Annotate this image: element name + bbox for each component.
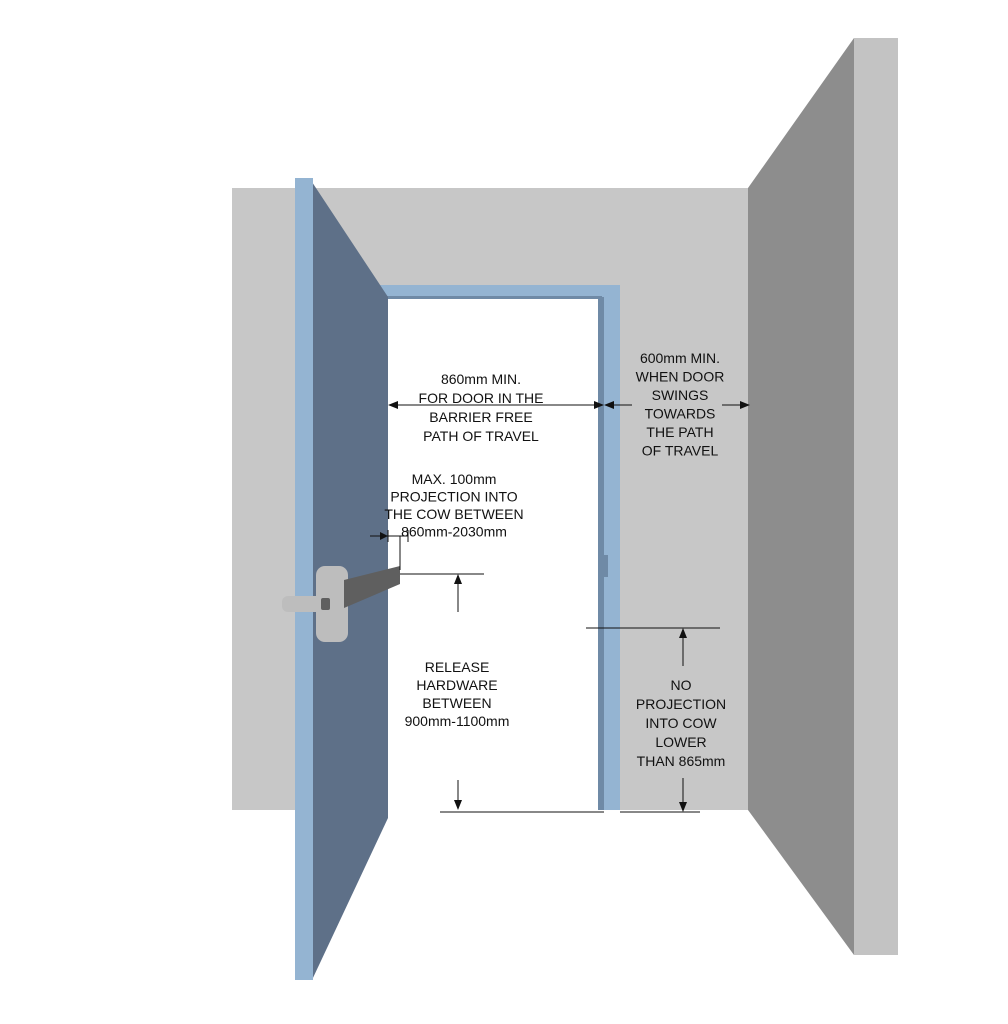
dimension-max-projection	[370, 530, 409, 570]
label-line: THE COW BETWEEN	[384, 506, 523, 522]
label-line: BARRIER FREE	[429, 409, 532, 425]
door-opening	[384, 297, 602, 810]
hinge-mark	[604, 555, 608, 577]
label-no-projection: NO PROJECTION INTO COW LOWER THAN 865mm	[636, 677, 726, 769]
hardware-body	[316, 566, 348, 642]
dimension-side-clearance	[604, 401, 750, 409]
label-line: 600mm MIN.	[640, 350, 720, 366]
door-frame-jamb-shadow	[598, 297, 604, 810]
label-line: PROJECTION INTO	[390, 489, 517, 505]
label-line: NO	[671, 677, 692, 693]
side-wall-face	[748, 38, 854, 955]
door-leaf-edge	[295, 178, 313, 980]
label-line: INTO COW	[645, 715, 717, 731]
label-line: 860mm MIN.	[441, 371, 521, 387]
label-side-clearance: 600mm MIN. WHEN DOOR SWINGS TOWARDS THE PATH…	[636, 350, 725, 459]
label-line: WHEN DOOR	[636, 369, 725, 385]
hardware-key-cylinder	[321, 598, 330, 610]
release-hardware	[282, 566, 400, 642]
hardware-push-bar	[344, 566, 400, 608]
label-line: OF TRAVEL	[642, 443, 719, 459]
label-line: THE PATH	[646, 424, 713, 440]
label-line: THAN 865mm	[637, 753, 726, 769]
label-line: MAX. 100mm	[412, 471, 497, 487]
label-line: LOWER	[655, 734, 706, 750]
side-wall-edge	[854, 38, 898, 955]
dimension-door-width	[388, 401, 604, 409]
label-line: RELEASE	[425, 659, 490, 675]
door-frame-jamb	[604, 285, 620, 810]
door-frame-head-shadow	[384, 296, 602, 299]
label-line: BETWEEN	[422, 695, 491, 711]
label-line: PROJECTION	[636, 696, 726, 712]
door-frame-head	[378, 285, 620, 305]
label-line: TOWARDS	[645, 406, 716, 422]
label-line: PATH OF TRAVEL	[423, 428, 539, 444]
label-line: 860mm-2030mm	[401, 524, 507, 540]
label-line: HARDWARE	[416, 677, 497, 693]
label-release-hardware: RELEASE HARDWARE BETWEEN 900mm-1100mm	[405, 659, 510, 729]
label-line: 900mm-1100mm	[405, 713, 510, 729]
label-line: SWINGS	[652, 387, 709, 403]
dimension-release-hardware	[400, 573, 604, 813]
label-door-width: 860mm MIN. FOR DOOR IN THE BARRIER FREE PAT…	[419, 371, 544, 444]
dimension-no-projection	[586, 627, 720, 813]
label-line: FOR DOOR IN THE	[419, 390, 544, 406]
